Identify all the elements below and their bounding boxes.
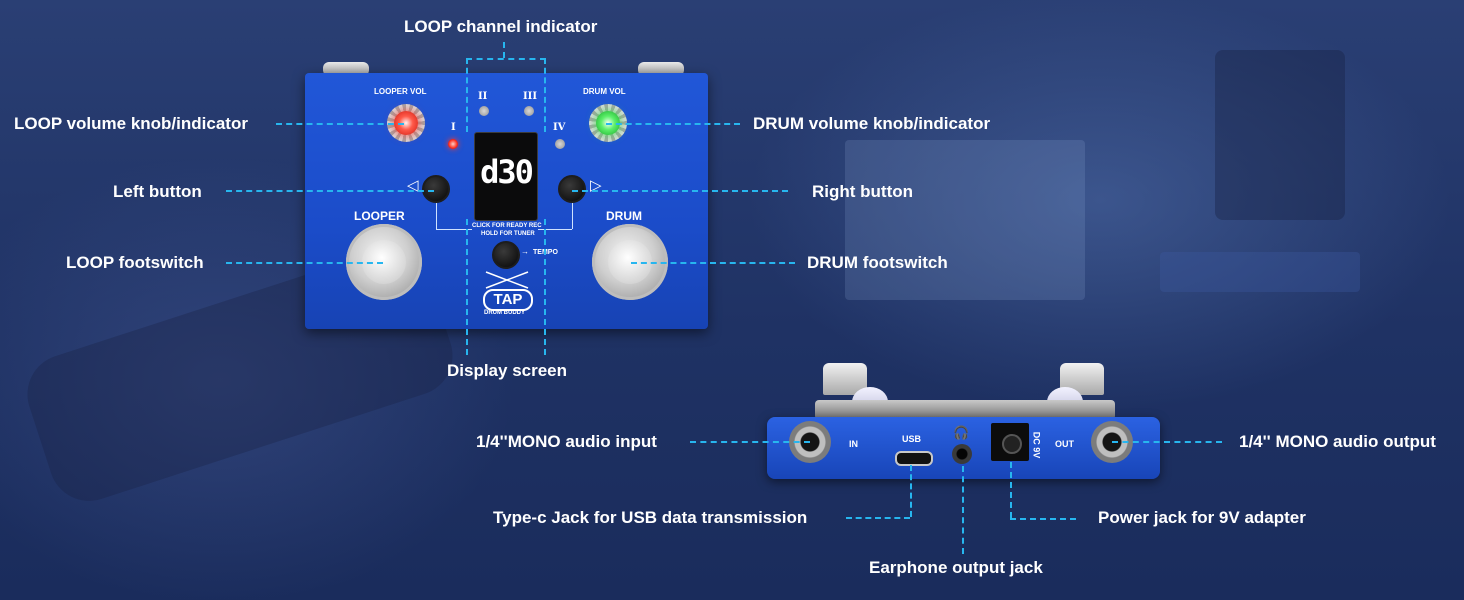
channel-label-1: I (451, 122, 456, 133)
label-loop-channel-indicator: LOOP channel indicator (404, 17, 598, 36)
tempo-arrow-icon: → (521, 247, 529, 256)
callout-loop-vol (276, 123, 404, 125)
callout-power-horizontal (1010, 518, 1076, 520)
callout-channel-top (466, 58, 546, 60)
hint-line-1: CLICK FOR READY REC (472, 223, 542, 229)
label-loop-volume: LOOP volume knob/indicator (14, 114, 248, 133)
background-monitor (845, 140, 1085, 300)
right-arrow-icon: ▷ (590, 177, 602, 194)
out-label: OUT (1055, 439, 1074, 449)
callout-drum-footswitch (631, 262, 795, 264)
label-power-jack: Power jack for 9V adapter (1098, 508, 1306, 527)
in-label: IN (849, 439, 858, 449)
callout-channel-left (466, 58, 468, 132)
display-value: d30 (480, 153, 534, 191)
callout-usb-horizontal (846, 517, 910, 519)
callout-usb-vertical (910, 465, 912, 517)
side-top-plate (815, 400, 1115, 420)
label-right-button: Right button (812, 182, 914, 201)
callout-left-button (226, 190, 434, 192)
label-loop-footswitch: LOOP footswitch (66, 253, 204, 272)
hint-line-2: HOLD FOR TUNER (481, 231, 535, 237)
channel-led-2 (479, 106, 489, 116)
tap-tempo-button[interactable] (492, 241, 520, 269)
background-speaker (1215, 50, 1345, 220)
bracket-right-horizontal (538, 229, 572, 230)
channel-led-3 (524, 106, 534, 116)
label-earphone-jack: Earphone output jack (869, 558, 1043, 577)
label-usb-jack: Type-c Jack for USB data transmission (493, 508, 808, 527)
left-arrow-icon: ◁ (407, 177, 419, 194)
tap-logo: TAP (483, 289, 533, 311)
callout-drum-vol (606, 123, 740, 125)
label-drum-volume: DRUM volume knob/indicator (753, 114, 991, 133)
looper-label: LOOPER (354, 209, 405, 223)
display-screen: d30 (474, 132, 538, 221)
callout-channel-stem (503, 42, 505, 58)
callout-display-left (466, 219, 468, 355)
model-label: DRUM BUDDY (484, 310, 525, 316)
dc-jack-hole (1002, 434, 1022, 454)
callout-power-vertical (1010, 462, 1012, 518)
label-display-screen: Display screen (447, 361, 568, 380)
callout-mono-output (1112, 441, 1222, 443)
channel-led-4 (555, 139, 565, 149)
top-input-jack (323, 62, 369, 76)
drum-label: DRUM (606, 209, 642, 223)
drum-vol-label: DRUM VOL (583, 87, 626, 96)
right-button[interactable] (558, 175, 586, 203)
callout-loop-footswitch (226, 262, 383, 264)
top-output-jack (638, 62, 684, 76)
usb-label: USB (902, 434, 922, 444)
earphone-jack[interactable] (952, 444, 972, 464)
looper-vol-label: LOOPER VOL (374, 87, 427, 96)
left-button[interactable] (422, 175, 450, 203)
label-drum-footswitch: DRUM footswitch (807, 253, 948, 272)
label-left-button: Left button (113, 182, 202, 201)
channel-led-1 (448, 139, 458, 149)
channel-label-2: II (478, 91, 488, 102)
label-mono-output: 1/4'' MONO audio output (1239, 432, 1436, 451)
dc-label: DC 9V (1031, 431, 1042, 459)
callout-channel-right (544, 58, 546, 132)
callout-earphone-vertical (962, 466, 964, 554)
callout-right-button (572, 190, 788, 192)
channel-label-3: III (523, 91, 538, 102)
label-mono-input: 1/4''MONO audio input (476, 432, 657, 451)
bracket-right-vertical (572, 203, 573, 229)
background-audio-interface (1160, 252, 1360, 292)
callout-display-right (544, 219, 546, 355)
channel-label-4: IV (553, 122, 566, 133)
headphone-icon: 🎧 (953, 425, 970, 440)
usb-c-port[interactable] (895, 451, 933, 466)
bracket-left-horizontal (436, 229, 472, 230)
callout-mono-input (690, 441, 810, 443)
bracket-left-vertical (436, 203, 437, 229)
drumsticks-icon (485, 271, 529, 289)
dc-power-jack[interactable] (991, 423, 1029, 461)
